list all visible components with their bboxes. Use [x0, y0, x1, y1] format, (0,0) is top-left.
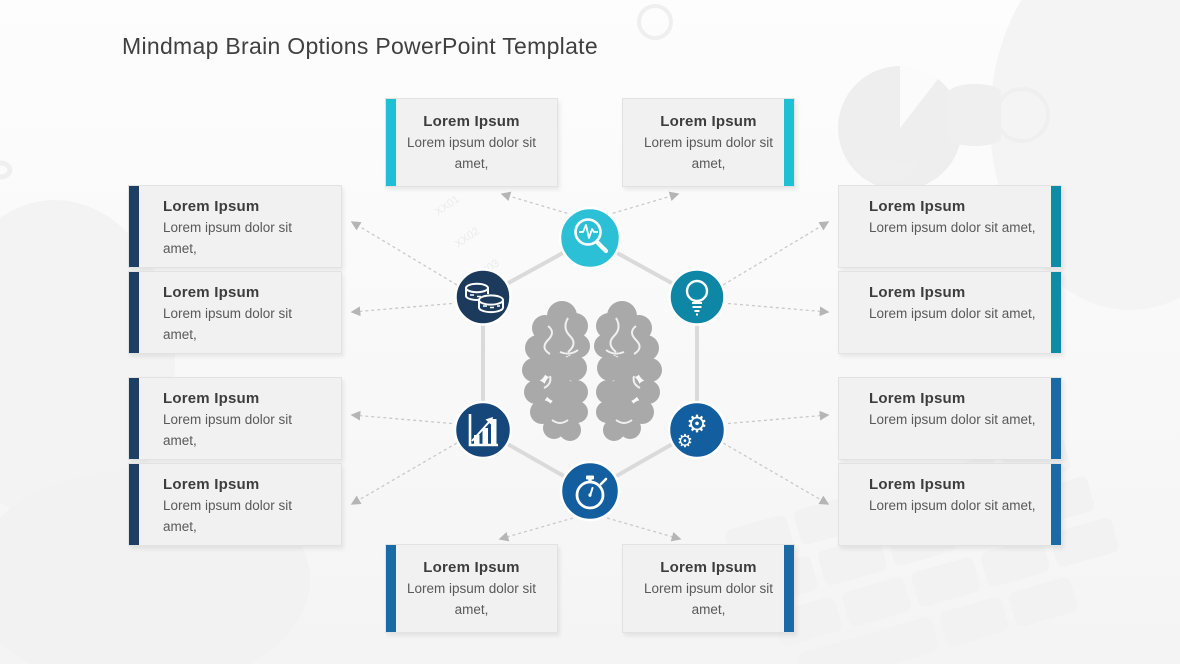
box-heading: Lorem Ipsum [423, 559, 520, 576]
box-heading: Lorem Ipsum [163, 198, 260, 215]
hexagon-outline [481, 236, 699, 493]
textbox-bottom-left[interactable]: Lorem Ipsum Lorem ipsum dolor sit amet, [385, 544, 558, 633]
accent-bar [386, 545, 396, 632]
box-body: Lorem ipsum dolor sit amet, [406, 135, 537, 171]
slide-title: Mindmap Brain Options PowerPoint Templat… [122, 33, 598, 59]
lightbulb-icon [685, 279, 709, 316]
textbox-right-4[interactable]: Lorem Ipsum Lorem ipsum dolor sit amet, [838, 463, 1062, 546]
box-body: Lorem ipsum dolor sit amet, [163, 498, 293, 534]
option-circle-process[interactable] [667, 400, 727, 460]
box-body: Lorem ipsum dolor sit amet, [163, 306, 293, 342]
textbox-top-left[interactable]: Lorem Ipsum Lorem ipsum dolor sit amet, [385, 98, 558, 187]
box-body: Lorem ipsum dolor sit amet, [643, 581, 774, 617]
box-heading: Lorem Ipsum [163, 476, 260, 493]
textbox-top-right[interactable]: Lorem Ipsum Lorem ipsum dolor sit amet, [622, 98, 795, 187]
box-body: Lorem ipsum dolor sit amet, [406, 581, 537, 617]
bar-chart-icon [468, 414, 498, 447]
option-circle-idea[interactable] [668, 268, 726, 326]
box-body: Lorem ipsum dolor sit amet, [869, 412, 1036, 427]
svg-text:⚙: ⚙ [686, 410, 708, 438]
accent-bar [1051, 378, 1061, 459]
textbox-left-2[interactable]: Lorem Ipsum Lorem ipsum dolor sit amet, [128, 271, 342, 354]
box-heading: Lorem Ipsum [869, 390, 966, 407]
textbox-left-4[interactable]: Lorem Ipsum Lorem ipsum dolor sit amet, [128, 463, 342, 546]
accent-bar [129, 464, 139, 545]
accent-bar [129, 272, 139, 353]
box-heading: Lorem Ipsum [869, 284, 966, 301]
box-body: Lorem ipsum dolor sit amet, [869, 306, 1036, 321]
accent-bar [129, 378, 139, 459]
textbox-right-1[interactable]: Lorem Ipsum Lorem ipsum dolor sit amet, [838, 185, 1062, 268]
box-body: Lorem ipsum dolor sit amet, [869, 220, 1036, 235]
box-heading: Lorem Ipsum [163, 390, 260, 407]
textbox-right-3[interactable]: Lorem Ipsum Lorem ipsum dolor sit amet, [838, 377, 1062, 460]
box-heading: Lorem Ipsum [869, 476, 966, 493]
box-heading: Lorem Ipsum [660, 559, 757, 576]
textbox-left-1[interactable]: Lorem Ipsum Lorem ipsum dolor sit amet, [128, 185, 342, 268]
brain-graphic [522, 301, 662, 441]
search-pulse-icon [574, 218, 609, 254]
box-heading: Lorem Ipsum [163, 284, 260, 301]
option-circle-search[interactable] [558, 206, 622, 270]
accent-bar [129, 186, 139, 267]
box-body: Lorem ipsum dolor sit amet, [643, 135, 774, 171]
box-heading: Lorem Ipsum [423, 113, 520, 130]
svg-text:⚙: ⚙ [677, 431, 693, 452]
textbox-left-3[interactable]: Lorem Ipsum Lorem ipsum dolor sit amet, [128, 377, 342, 460]
textbox-bottom-right[interactable]: Lorem Ipsum Lorem ipsum dolor sit amet, [622, 544, 795, 633]
connector-lines [350, 191, 830, 542]
box-heading: Lorem Ipsum [660, 113, 757, 130]
textbox-right-2[interactable]: Lorem Ipsum Lorem ipsum dolor sit amet, [838, 271, 1062, 354]
accent-bar [784, 545, 794, 632]
box-heading: Lorem Ipsum [869, 198, 966, 215]
accent-bar [1051, 272, 1061, 353]
box-body: Lorem ipsum dolor sit amet, [163, 220, 293, 256]
gears-icon: ⚙ ⚙ [677, 410, 708, 452]
coins-icon [465, 282, 504, 314]
box-body: Lorem ipsum dolor sit amet, [163, 412, 293, 448]
accent-bar [1051, 186, 1061, 267]
accent-bar [386, 99, 396, 186]
accent-bar [784, 99, 794, 186]
stopwatch-icon [575, 475, 608, 510]
option-circle-time[interactable] [559, 460, 621, 522]
box-body: Lorem ipsum dolor sit amet, [869, 498, 1036, 513]
accent-bar [1051, 464, 1061, 545]
